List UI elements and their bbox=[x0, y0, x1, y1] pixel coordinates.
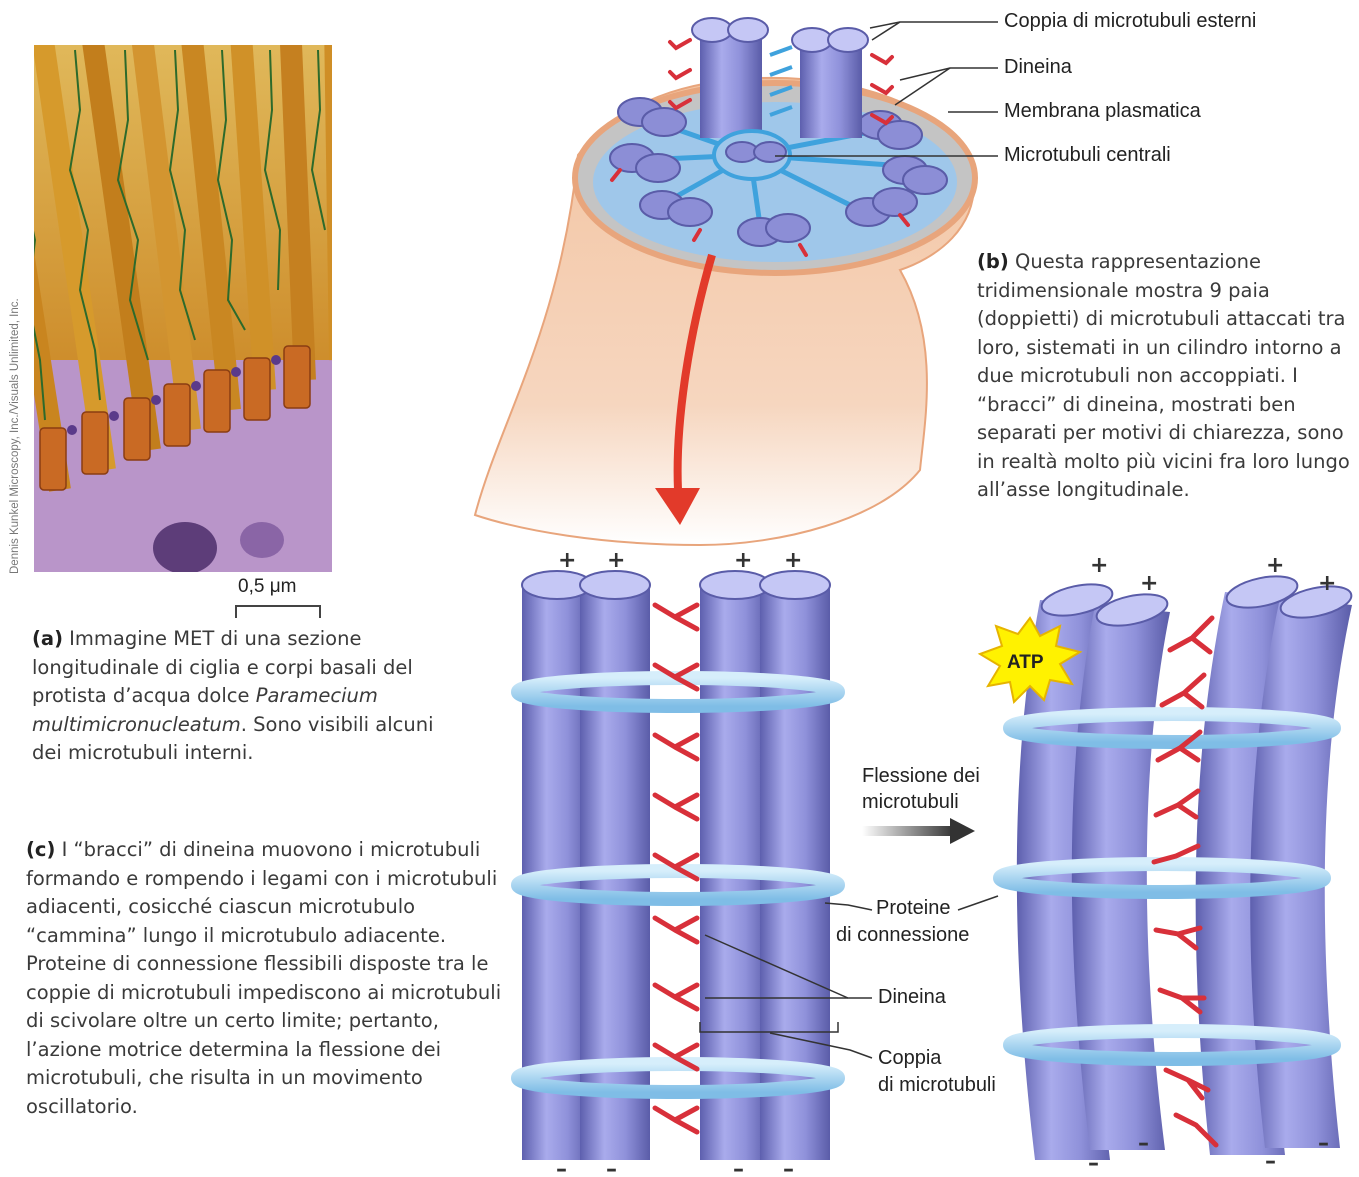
label-dynein-c: Dineina bbox=[878, 986, 946, 1009]
caption-a-letter: (a) bbox=[32, 627, 63, 650]
cilium-cross-section bbox=[475, 18, 975, 545]
micrograph-image bbox=[0, 20, 340, 574]
caption-c: (c) I “bracci” di dineina muovono i micr… bbox=[26, 836, 512, 1121]
minus-sign: – bbox=[1088, 1151, 1099, 1176]
plus-sign: + bbox=[1318, 571, 1336, 596]
scale-bar-label: 0,5 μm bbox=[238, 576, 296, 598]
plus-sign: + bbox=[558, 548, 576, 573]
minus-sign: – bbox=[1265, 1149, 1276, 1174]
caption-b: (b) Questa rappresentazione tridimension… bbox=[977, 248, 1355, 505]
straight-doublets bbox=[518, 571, 838, 1160]
label-connect-line1: Proteine bbox=[876, 897, 951, 920]
caption-c-letter: (c) bbox=[26, 838, 55, 861]
plus-sign: + bbox=[734, 548, 752, 573]
label-outer-pair: Coppia di microtubuli esterni bbox=[1004, 10, 1256, 33]
atp-label: ATP bbox=[1007, 652, 1044, 673]
label-flexion-line1: Flessione dei bbox=[862, 765, 980, 788]
label-dynein-b: Dineina bbox=[1004, 56, 1072, 79]
label-membrane: Membrana plasmatica bbox=[1004, 100, 1201, 123]
plus-sign: + bbox=[784, 548, 802, 573]
label-flexion-line2: microtubuli bbox=[862, 791, 959, 814]
minus-sign: – bbox=[1318, 1131, 1329, 1156]
label-connect-line2: di connessione bbox=[836, 924, 969, 947]
minus-sign: – bbox=[733, 1157, 744, 1177]
label-central-microtubules: Microtubuli centrali bbox=[1004, 144, 1171, 167]
minus-sign: – bbox=[606, 1157, 617, 1177]
plus-sign: + bbox=[607, 548, 625, 573]
minus-sign: – bbox=[783, 1157, 794, 1177]
plus-sign: + bbox=[1140, 571, 1158, 596]
scale-bar bbox=[236, 606, 320, 618]
label-pair-line1: Coppia bbox=[878, 1047, 941, 1070]
caption-a: (a) Immagine MET di una sezione longitud… bbox=[32, 625, 452, 768]
minus-sign: – bbox=[556, 1157, 567, 1177]
photo-credit: Dennis Kunkel Microscopy, Inc./Visuals U… bbox=[9, 298, 21, 574]
label-pair-line2: di microtubuli bbox=[878, 1074, 996, 1097]
caption-c-text: I “bracci” di dineina muovono i microtub… bbox=[26, 838, 501, 1118]
minus-sign: – bbox=[1138, 1131, 1149, 1156]
flexion-arrow bbox=[862, 818, 975, 844]
plus-sign: + bbox=[1266, 553, 1284, 578]
caption-b-text: Questa rappresentazione tridimensionale … bbox=[977, 250, 1350, 501]
plus-sign: + bbox=[1090, 553, 1108, 578]
caption-b-letter: (b) bbox=[977, 250, 1009, 273]
